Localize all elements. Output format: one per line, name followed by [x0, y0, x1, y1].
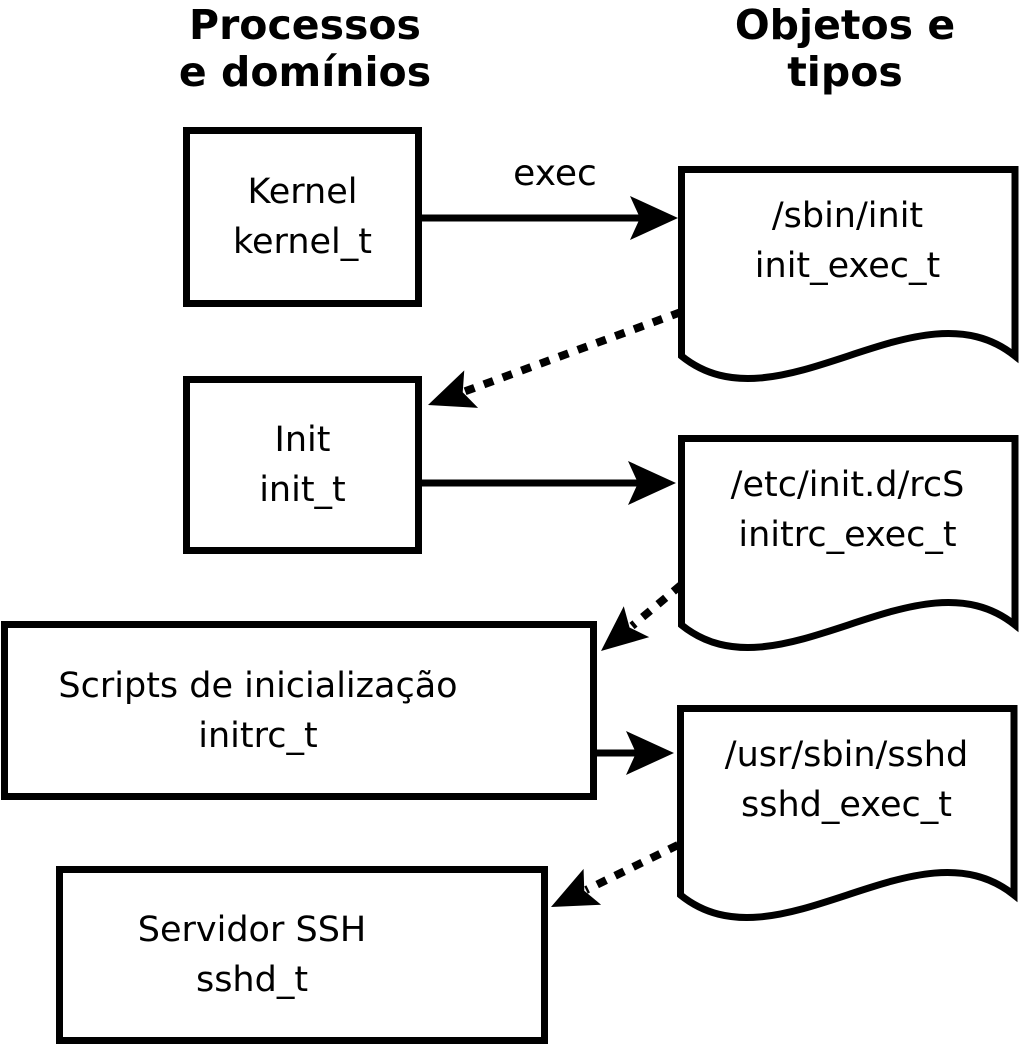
- solid-arrow-init-to-rcs: [420, 461, 676, 505]
- object-usr-sbin-sshd-path: /usr/sbin/sshd: [724, 735, 969, 775]
- process-sshd-name: Servidor SSH: [137, 910, 367, 950]
- dotted-arrow-sbin-init-to-init: [428, 308, 683, 408]
- dotted-arrow-rcs-to-initrc: [601, 581, 684, 651]
- header-objects-line2: tipos: [787, 48, 903, 96]
- object-label-sbin-init: /sbin/init init_exec_t: [686, 191, 1009, 291]
- process-initrc-name: Scripts de inicialização: [58, 665, 458, 706]
- process-kernel-type: kernel_t: [233, 222, 372, 262]
- process-box-initrc: Scripts de inicialização initrc_t: [1, 621, 597, 800]
- object-sbin-init-type: init_exec_t: [754, 246, 941, 286]
- dotted-arrow-sshd-exec-to-sshd: [551, 841, 680, 907]
- solid-arrow-kernel-to-sbin-init: [422, 196, 678, 240]
- process-kernel-name: Kernel: [247, 172, 358, 212]
- object-sbin-init-path: /sbin/init: [771, 196, 924, 236]
- header-objects-line1: Objetos e: [734, 1, 956, 49]
- column-header-objects: Objetos e tipos: [645, 2, 1024, 96]
- object-label-usr-sbin-sshd: /usr/sbin/sshd sshd_exec_t: [685, 730, 1008, 830]
- object-label-etc-initd-rcs: /etc/init.d/rcS initrc_exec_t: [686, 460, 1009, 560]
- object-etc-initd-rcs-path: /etc/init.d/rcS: [730, 465, 965, 505]
- process-sshd-type: sshd_t: [195, 960, 309, 1000]
- object-etc-initd-rcs-type: initrc_exec_t: [738, 515, 957, 555]
- document-shape-etc-initd-rcs: [678, 435, 1019, 651]
- process-box-init: Init init_t: [183, 376, 422, 554]
- document-shape-sbin-init: [678, 166, 1019, 382]
- process-box-sshd: Servidor SSH sshd_t: [56, 866, 548, 1044]
- exec-arrow-label: exec: [513, 153, 597, 194]
- process-box-kernel: Kernel kernel_t: [183, 127, 422, 307]
- solid-arrow-initrc-to-sshd: [595, 731, 674, 775]
- process-init-name: Init: [274, 420, 331, 460]
- document-shape-usr-sbin-sshd: [677, 705, 1018, 921]
- header-processes-line1: Processos: [189, 1, 421, 49]
- object-usr-sbin-sshd-type: sshd_exec_t: [741, 785, 952, 825]
- header-processes-line2: e domínios: [178, 48, 432, 96]
- process-initrc-type: initrc_t: [198, 715, 318, 756]
- process-init-type: init_t: [259, 470, 346, 510]
- column-header-processes: Processos e domínios: [105, 2, 505, 96]
